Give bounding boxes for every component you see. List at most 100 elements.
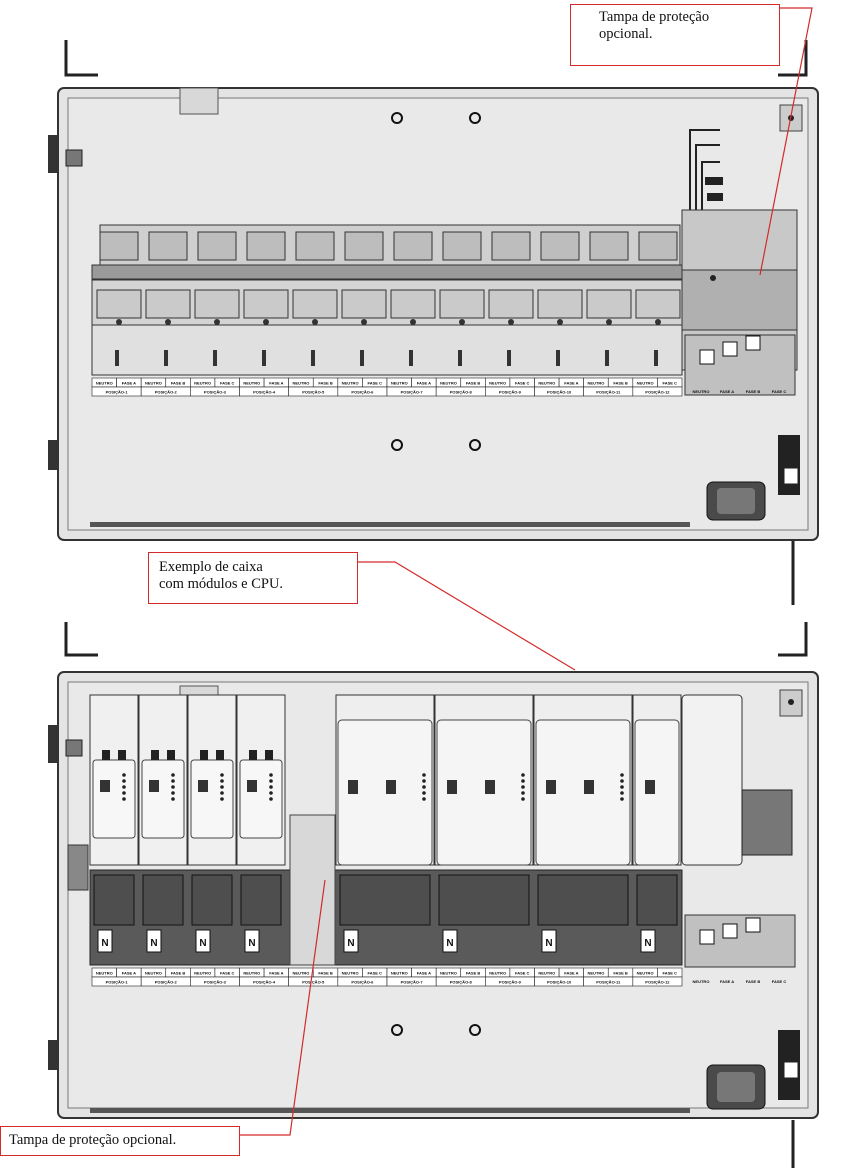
cable-gland-icon [706,481,766,521]
top-position-label: POSIÇÃO-1 [106,389,129,394]
neutral-terminal-icon: N [347,938,354,949]
mounting-hole-icon [391,112,481,451]
bottom-position-label: POSIÇÃO-2 [155,979,178,984]
top-position-label: POSIÇÃO-8 [450,389,473,394]
neutral-terminal-icon: N [545,938,552,949]
cable-gland-icon [706,1064,766,1110]
top-position-label: POSIÇÃO-12 [645,389,670,394]
bottom-terminal-label: FASE A [417,970,431,975]
small-module: N [89,694,139,953]
top-module-slot [341,231,387,366]
top-cpu-terminal-label: FASE C [772,389,787,394]
bottom-terminal-label: NEUTRO [342,970,359,975]
bottom-terminal-label: NEUTRO [243,970,260,975]
top-label-strip: NEUTRO FASE A NEUTRO FASE B NEUTRO FASE C NEUT… [91,377,787,397]
bottom-terminal-label: NEUTRO [489,970,506,975]
top-terminal-label: NEUTRO [96,380,113,385]
bottom-terminal-label: NEUTRO [637,970,654,975]
bottom-position-label: POSIÇÃO-10 [547,979,572,984]
top-terminal-label: FASE A [564,380,578,385]
top-position-label: POSIÇÃO-3 [204,389,227,394]
callout-leader-lines [240,7,813,1136]
lock-latch-icon [778,435,800,495]
bottom-terminal-label: NEUTRO [440,970,457,975]
callout-bottom-text: Tampa de proteção opcional. [9,1132,177,1148]
bottom-terminal-label: NEUTRO [588,970,605,975]
top-terminal-label: FASE C [515,380,530,385]
top-module-slot [586,231,632,366]
bottom-terminal-label: FASE A [269,970,283,975]
top-terminal-label: FASE A [122,380,136,385]
top-enclosure [48,40,819,605]
top-module-slot [292,231,338,366]
callout-example-line2: com módulos e CPU. [159,575,284,592]
bottom-terminal-label: NEUTRO [194,970,211,975]
bottom-terminal-label: NEUTRO [293,970,310,975]
bottom-terminal-label: NEUTRO [145,970,162,975]
large-module: N [533,694,633,953]
top-terminal-label: FASE A [269,380,283,385]
bottom-terminal-label: FASE C [367,970,382,975]
top-module-slot [194,231,240,366]
bottom-position-label: POSIÇÃO-7 [401,979,424,984]
callout-top-protection-cover: Tampa de proteção opcional. [570,4,780,66]
callout-bottom-protection-cover: Tampa de proteção opcional. [0,1126,240,1156]
top-module-slot [488,231,534,366]
large-module: N [434,694,534,953]
small-module: N [187,694,237,953]
neutral-terminal-icon: N [644,938,651,949]
large-module: N [632,694,682,953]
mounting-hole-icon [391,1024,481,1036]
bottom-position-label: POSIÇÃO-11 [596,979,621,984]
bottom-terminal-label: FASE B [466,970,481,975]
bottom-position-label: POSIÇÃO-9 [499,979,522,984]
top-position-label: POSIÇÃO-4 [253,389,276,394]
small-module: N [236,694,286,953]
top-module-slot [243,231,289,366]
top-terminal-label: NEUTRO [588,380,605,385]
bottom-terminal-label: FASE C [220,970,235,975]
top-terminal-label: FASE B [318,380,333,385]
top-terminal-label: NEUTRO [538,380,555,385]
large-module: N [335,694,435,953]
top-terminal-label: FASE B [613,380,628,385]
top-position-label: POSIÇÃO-2 [155,389,178,394]
callout-top-text: Tampa de proteção opcional. [599,9,710,42]
bottom-position-label: POSIÇÃO-3 [204,979,227,984]
top-position-label: POSIÇÃO-6 [351,389,374,394]
bottom-terminal-label: NEUTRO [96,970,113,975]
callout-example-box: Exemplo de caixa com módulos e CPU. [148,552,358,604]
bottom-position-label: POSIÇÃO-12 [645,979,670,984]
callout-example-line1: Exemplo de caixa [159,559,263,575]
neutral-terminal-icon: N [101,938,108,949]
top-terminal-label: NEUTRO [243,380,260,385]
top-terminal-label: NEUTRO [391,380,408,385]
top-position-label: POSIÇÃO-7 [401,389,424,394]
bottom-terminal-label: FASE A [564,970,578,975]
top-cpu-terminal-label: FASE A [720,389,734,394]
bottom-cpu-terminal-label: FASE C [772,979,787,984]
bottom-terminal-label: FASE A [122,970,136,975]
top-terminal-label: FASE A [417,380,431,385]
bottom-position-label: POSIÇÃO-8 [450,979,473,984]
top-module-slot [96,231,142,366]
bottom-position-label: POSIÇÃO-6 [351,979,374,984]
top-module-slot [390,231,436,366]
bottom-terminal-label: FASE B [613,970,628,975]
neutral-terminal-icon: N [248,938,255,949]
top-module-slot [537,231,583,366]
bottom-terminal-label: FASE B [318,970,333,975]
top-terminal-label: FASE B [171,380,186,385]
small-module: N [138,694,188,953]
top-terminal-label: FASE B [466,380,481,385]
top-terminal-label: NEUTRO [637,380,654,385]
bottom-terminal-label: FASE B [171,970,186,975]
top-terminal-label: NEUTRO [145,380,162,385]
bottom-label-strip: NEUTRO FASE A NEUTRO FASE B NEUTRO FASE C NEUT… [91,967,787,987]
neutral-terminal-icon: N [446,938,453,949]
bottom-terminal-label: FASE C [515,970,530,975]
top-terminal-label: FASE C [662,380,677,385]
bottom-cpu-terminal-label: NEUTRO [693,979,710,984]
